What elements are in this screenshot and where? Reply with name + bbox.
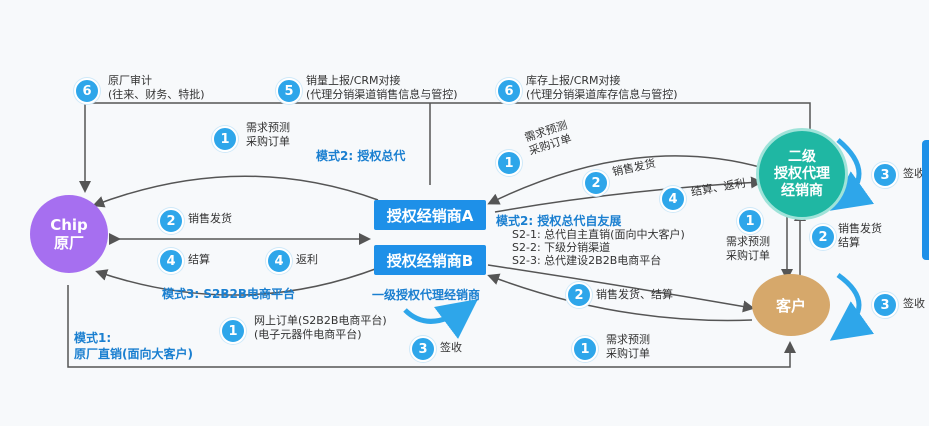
step-badge: 3: [872, 292, 898, 318]
online-line2: (电子元器件电商平台): [254, 328, 362, 341]
step-badge: 6: [496, 78, 522, 104]
customer-node: 客户: [752, 274, 830, 336]
step-badge: 2: [810, 224, 836, 250]
cust-forecast-label: 需求预测采购订单: [726, 235, 770, 263]
edge-decoration: [922, 140, 929, 260]
tier2-distributor-node: 二级 授权代理 经销商: [756, 128, 848, 220]
sign-label: 签收: [440, 341, 462, 354]
step-badge: 3: [410, 336, 436, 362]
step-badge: 4: [266, 248, 292, 274]
s2-1-label: S2-1: 总代自主直销(面向中大客户): [512, 228, 685, 241]
sign-cust-label: 签收: [903, 297, 925, 310]
distributor-a-box: 授权经销商A: [374, 200, 486, 230]
mode2-ext-title: 模式2: 授权总代自友展: [496, 214, 622, 228]
forecast-line1: 需求预测: [246, 121, 290, 134]
step-badge: 2: [158, 208, 184, 234]
mode1-title: 模式1: 原厂直销(面向大客户): [74, 330, 193, 362]
mode3-title: 模式3: S2B2B电商平台: [162, 287, 295, 301]
sign-t2-label: 签收: [903, 167, 925, 180]
sales-report-label: 销量上报/CRM对接(代理分销渠道销售信息与管控): [306, 74, 458, 102]
step-badge: 1: [572, 336, 598, 362]
tier1-label: 一级授权代理经销商: [372, 288, 481, 302]
stock-report-line2: (代理分销渠道库存信息与管控): [526, 88, 678, 101]
audit-line1: 原厂审计: [108, 74, 152, 87]
s2-2-label: S2-2: 下级分销渠道: [512, 241, 611, 254]
forecast-line2: 采购订单: [246, 135, 290, 148]
cust-forecast-line2: 采购订单: [726, 249, 770, 262]
audit-label: 原厂审计(往来、财务、特批): [108, 74, 205, 102]
step-badge: 4: [158, 248, 184, 274]
step-badge: 1: [737, 208, 763, 234]
stock-report-label: 库存上报/CRM对接(代理分销渠道库存信息与管控): [526, 74, 678, 102]
settle-label: 结算: [188, 253, 210, 266]
step-badge: 1: [496, 150, 522, 176]
mode2-title: 模式2: 授权总代: [316, 149, 406, 163]
online-order-label: 网上订单(S2B2B电商平台)(电子元器件电商平台): [254, 314, 387, 342]
distributor-b-box: 授权经销商B: [374, 245, 486, 275]
step-badge: 2: [583, 170, 609, 196]
ship-settle-b-label: 销售发货、结算: [596, 288, 673, 301]
sales-report-line2: (代理分销渠道销售信息与管控): [306, 88, 458, 101]
cust-ship-line2: 结算: [838, 236, 860, 249]
step-badge: 2: [566, 282, 592, 308]
audit-line2: (往来、财务、特批): [108, 88, 205, 101]
mode1-line2: 原厂直销(面向大客户): [74, 347, 193, 361]
cust-ship-line1: 销售发货: [838, 222, 882, 235]
step-badge: 5: [276, 78, 302, 104]
mode1-line1: 模式1:: [74, 331, 112, 345]
cust-forecast-bottom-label: 需求预测采购订单: [606, 333, 650, 361]
sales-report-line1: 销量上报/CRM对接: [306, 74, 401, 87]
stock-report-line1: 库存上报/CRM对接: [526, 74, 621, 87]
online-line1: 网上订单(S2B2B电商平台): [254, 314, 387, 327]
s2-3-label: S2-3: 总代建设2B2B电商平台: [512, 254, 662, 267]
ship-label: 销售发货: [188, 212, 232, 225]
step-badge: 3: [872, 162, 898, 188]
chip-factory-node: Chip 原厂: [30, 195, 108, 273]
cust-ship-label: 销售发货结算: [838, 222, 882, 250]
step-badge: 1: [212, 126, 238, 152]
step-badge: 1: [220, 318, 246, 344]
step-badge: 6: [74, 78, 100, 104]
cust-forecast-line1: 需求预测: [726, 235, 770, 248]
cust-forecast-bottom-line2: 采购订单: [606, 347, 650, 360]
cust-forecast-bottom-line1: 需求预测: [606, 333, 650, 346]
forecast-label: 需求预测采购订单: [246, 121, 290, 149]
rebate-label: 返利: [296, 253, 318, 266]
step-badge: 4: [660, 186, 686, 212]
